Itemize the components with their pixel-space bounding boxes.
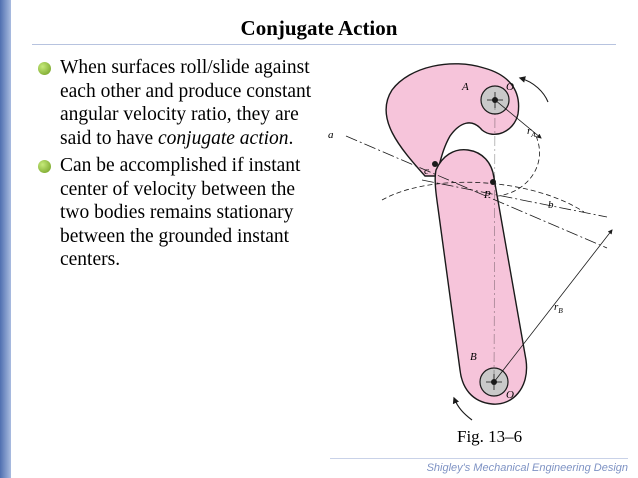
label-rb-base: r	[554, 301, 559, 313]
bullet-text: Can be accomplished if instant center of…	[60, 155, 301, 270]
bullet-emphasis: conjugate action	[158, 127, 289, 149]
label-rb-sub: B	[558, 306, 563, 315]
label-ra-sub: A	[530, 130, 536, 139]
figure-caption: Fig. 13–6	[457, 427, 523, 446]
bullet-item: When surfaces roll/slide against each ot…	[38, 56, 328, 150]
pitch-arc-a	[497, 135, 540, 197]
bullet-text: When surfaces roll/slide against each ot…	[60, 57, 312, 149]
label-b-line: b	[548, 199, 554, 211]
line-a	[345, 135, 608, 249]
label-a-line: a	[328, 129, 334, 141]
rotation-arrow-top	[518, 76, 549, 103]
label-ra: rA	[527, 125, 536, 139]
pitch-point-p	[490, 179, 496, 185]
rotation-arrow-bottom	[452, 396, 473, 421]
slide-title: Conjugate Action	[240, 16, 398, 40]
label-p: P	[483, 189, 491, 201]
line-of-centers	[493, 99, 496, 383]
label-o-bottom: O	[506, 389, 514, 401]
radius-rb-line	[493, 229, 613, 383]
label-ra-base: r	[527, 125, 532, 137]
bullet-dot-icon	[38, 160, 51, 173]
slide-left-accent-bar	[0, 0, 11, 478]
label-a-upper: A	[461, 81, 469, 93]
lower-link	[434, 149, 528, 405]
label-c: c	[424, 165, 429, 177]
footer-text: Shigley's Mechanical Engineering Design	[426, 462, 628, 474]
title-divider	[32, 44, 616, 45]
bullet-dot-icon	[38, 62, 51, 75]
radius-ra-line	[494, 99, 542, 139]
line-b	[421, 179, 608, 218]
bullet-list: When surfaces roll/slide against each ot…	[38, 56, 328, 276]
label-rb: rB	[554, 301, 563, 315]
bullet-item: Can be accomplished if instant center of…	[38, 154, 328, 272]
contact-point-c	[432, 161, 438, 167]
label-b-lower: B	[470, 351, 477, 363]
footer-divider	[330, 458, 628, 459]
conjugate-action-figure: A O a c P b rA rB B O	[328, 63, 613, 421]
pitch-arc-b	[381, 181, 585, 213]
label-o-top: O	[506, 81, 514, 93]
bullet-text-end: .	[288, 127, 294, 149]
